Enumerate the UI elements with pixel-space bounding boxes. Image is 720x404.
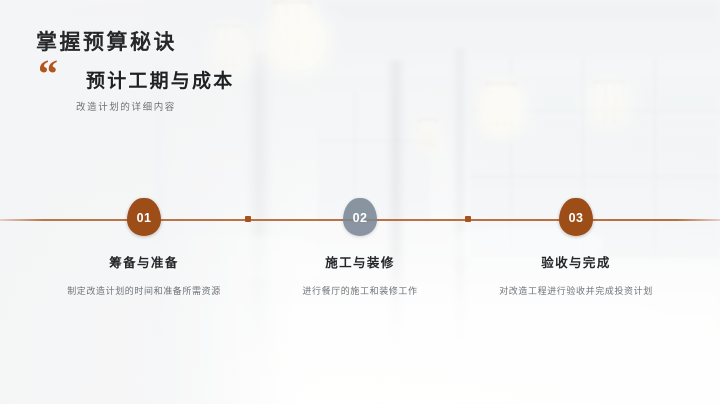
marker-pin-shape [559, 198, 593, 236]
timeline-marker-01[interactable]: 01 [127, 198, 161, 236]
marker-pin-shape [343, 198, 377, 236]
timeline-dot [245, 216, 251, 222]
slide-kicker-text: 改造计划的详细内容 [76, 102, 176, 113]
timeline-step-column-01: 筹备与准备 制定改造计划的时间和准备所需资源 [64, 252, 224, 299]
step-description: 制定改造计划的时间和准备所需资源 [67, 286, 221, 296]
slide-subtitle: 预计工期与成本 [86, 71, 235, 92]
marker-number: 01 [136, 211, 152, 225]
step-heading: 筹备与准备 [109, 256, 179, 270]
timeline-step-column-02: 施工与装修 进行餐厅的施工和装修工作 [280, 252, 440, 299]
step-heading: 验收与完成 [541, 256, 611, 270]
marker-number: 03 [568, 211, 584, 225]
timeline-marker-03[interactable]: 03 [559, 198, 593, 236]
timeline-step-column-03: 验收与完成 对改造工程进行验收并完成投资计划 [496, 252, 656, 299]
quote-mark-icon: “ [38, 51, 58, 96]
timeline-dot [465, 216, 471, 222]
step-description: 进行餐厅的施工和装修工作 [302, 286, 418, 296]
marker-number: 02 [352, 211, 368, 225]
marker-pin-shape [127, 198, 161, 236]
page-title: 掌握预算秘诀 [36, 31, 177, 54]
timeline-marker-02[interactable]: 02 [343, 198, 377, 236]
step-heading: 施工与装修 [325, 256, 395, 270]
step-description: 对改造工程进行验收并完成投资计划 [499, 286, 653, 296]
